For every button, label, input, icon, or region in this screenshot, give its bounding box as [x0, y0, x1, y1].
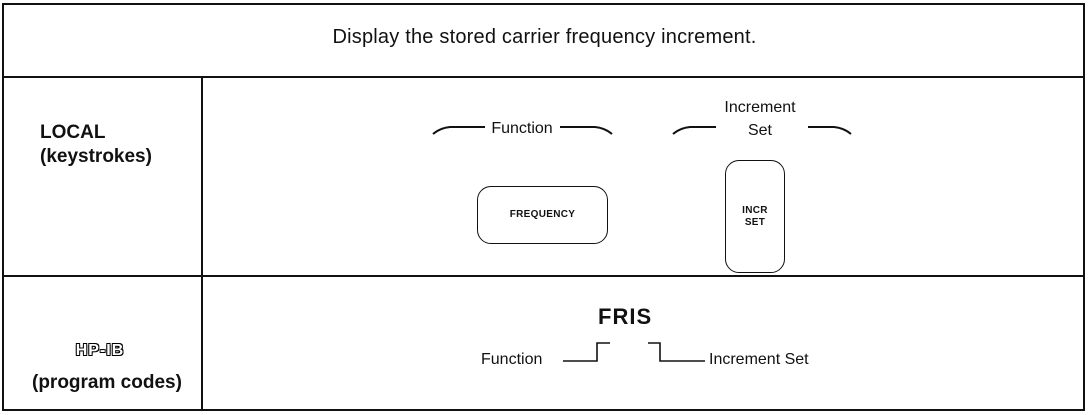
incr-set-key-label-line1: INCR	[742, 204, 768, 216]
local-title: LOCAL	[40, 122, 106, 143]
incr-set-key[interactable]: INCR SET	[725, 160, 785, 273]
hpib-subtitle: (program codes)	[32, 372, 182, 393]
local-subtitle: (keystrokes)	[40, 146, 152, 167]
column-divider	[201, 78, 203, 409]
code-increment-set-label: Increment Set	[709, 351, 809, 368]
function-group-label: Function	[491, 120, 553, 137]
increment-group-label-line1: Increment	[724, 99, 796, 116]
row-divider-2	[4, 275, 1083, 277]
code-function-label: Function	[481, 351, 543, 368]
hpib-logo-text: HP-IB	[75, 341, 125, 359]
program-code: FRIS	[598, 304, 653, 329]
procedure-heading: Display the stored carrier frequency inc…	[332, 26, 757, 48]
instruction-table	[2, 3, 1085, 411]
frequency-key[interactable]: FREQUENCY	[477, 186, 608, 244]
hpib-logo: HP-IB	[47, 340, 153, 361]
row-divider-1	[4, 76, 1083, 78]
increment-group-label-line2: Set	[747, 122, 772, 139]
incr-set-key-label-line2: SET	[744, 216, 766, 228]
frequency-key-label: FREQUENCY	[509, 209, 576, 220]
